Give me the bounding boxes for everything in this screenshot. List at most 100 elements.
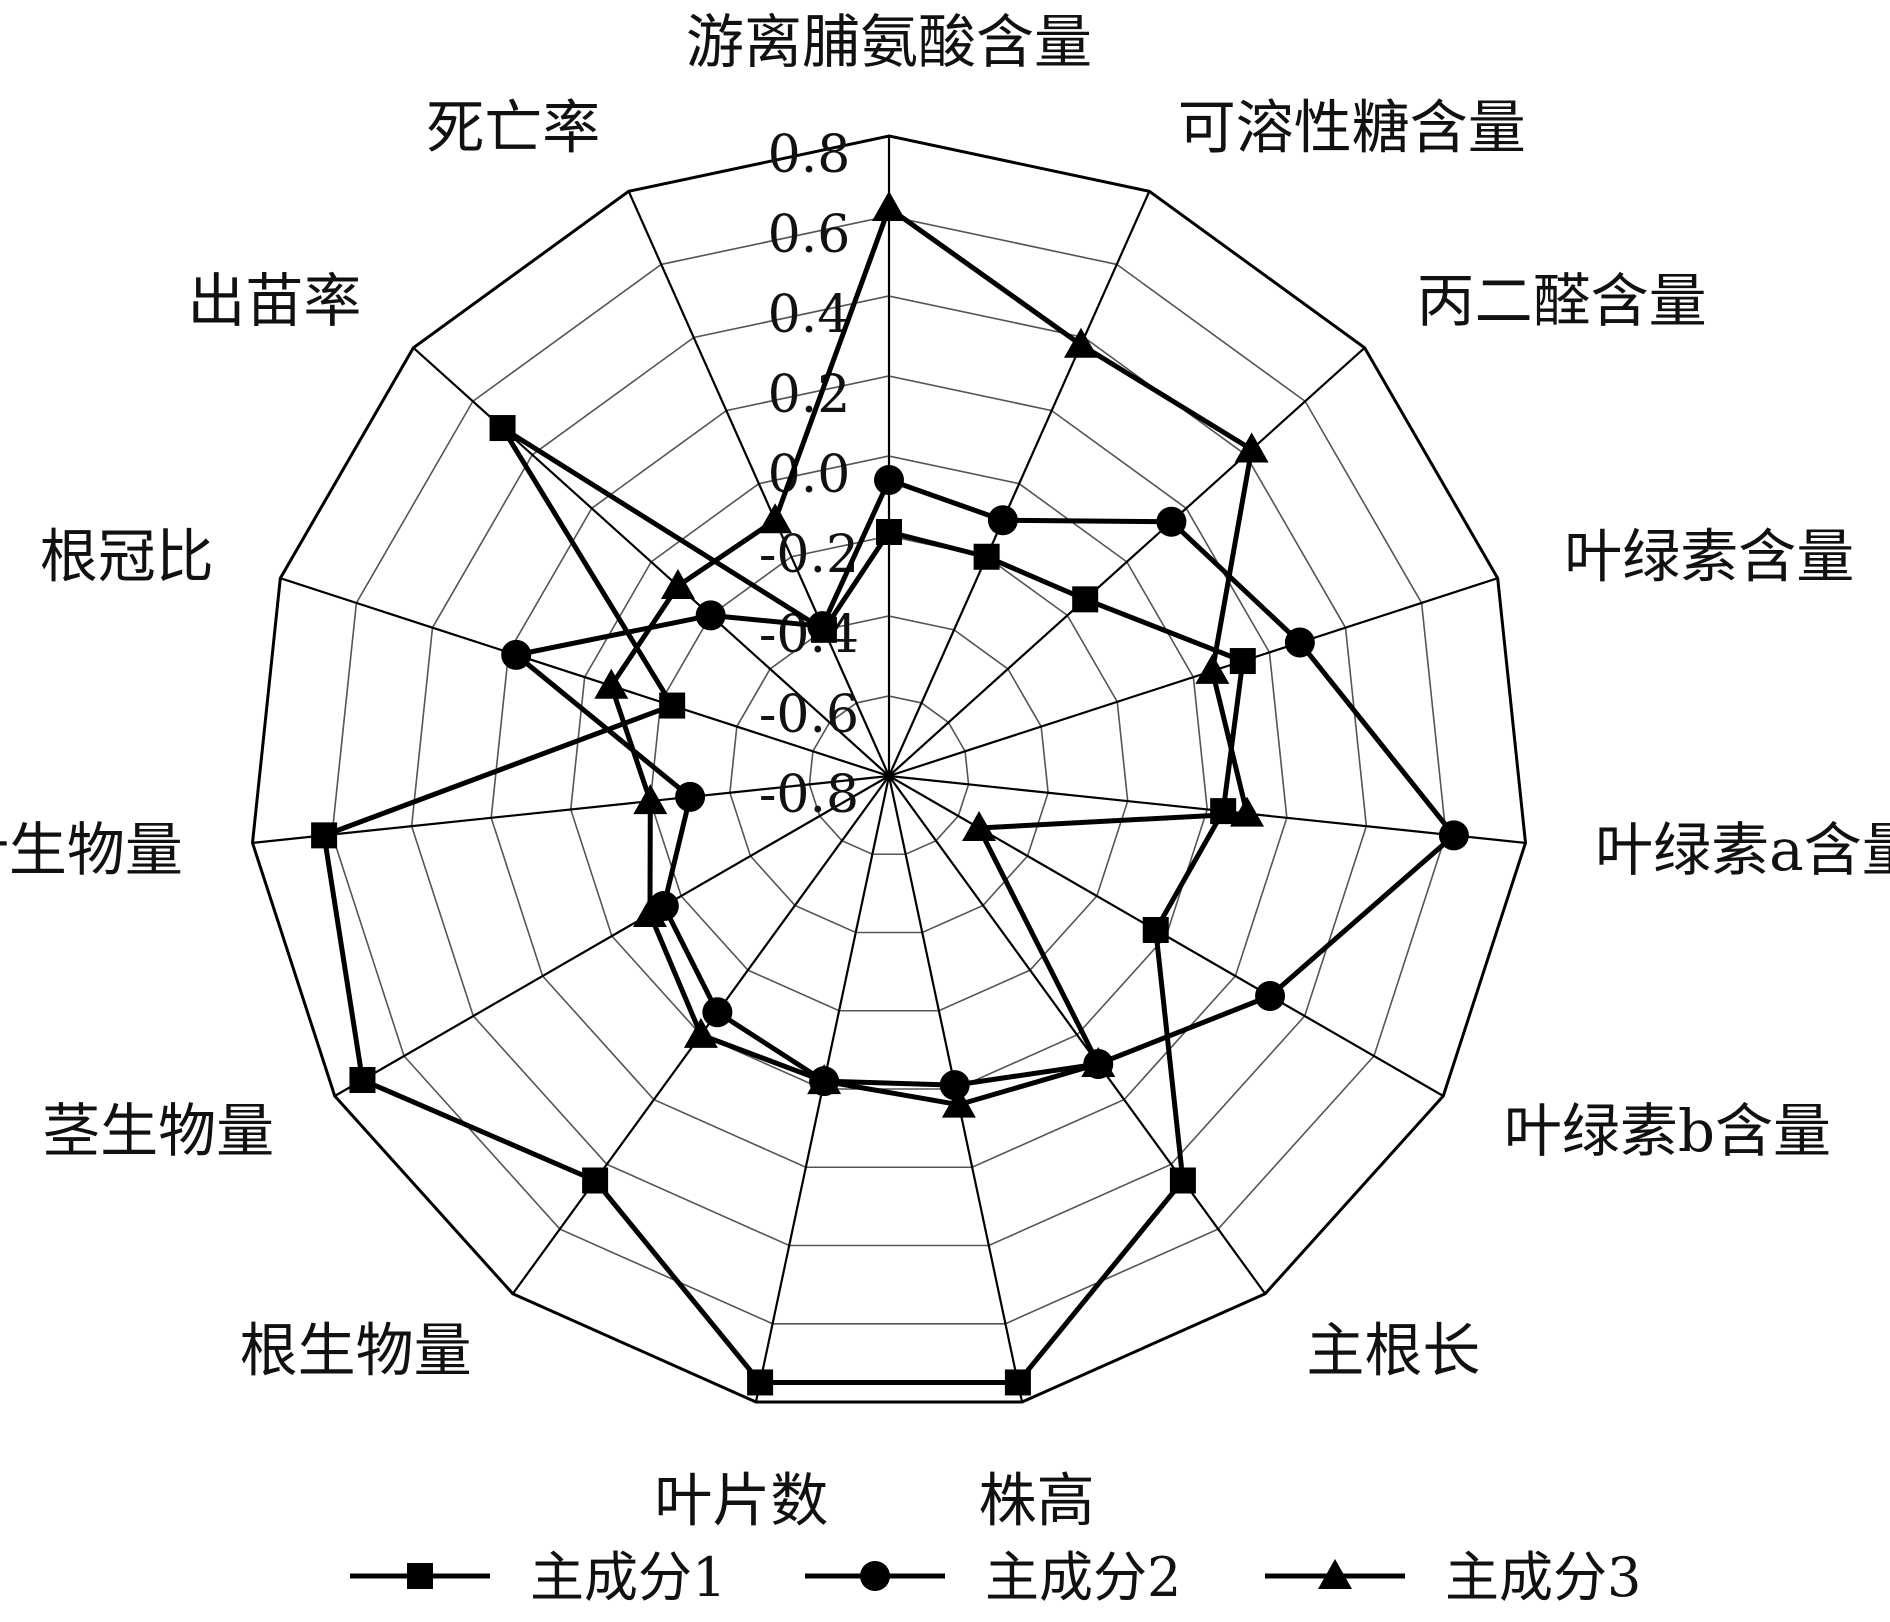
- series-1: [311, 415, 1256, 1396]
- grid-ring: [250, 134, 1528, 1404]
- data-point: [660, 568, 695, 599]
- data-point: [1230, 796, 1265, 827]
- tick-label: 0.4: [768, 285, 851, 345]
- data-point: [1210, 798, 1237, 825]
- data-point: [632, 897, 667, 927]
- data-point: [1169, 1167, 1196, 1194]
- data-point: [747, 1369, 774, 1396]
- tick-label: -0.4: [759, 605, 859, 665]
- data-point: [872, 191, 906, 221]
- category-label: 根冠比: [40, 523, 214, 591]
- data-point: [633, 784, 668, 815]
- data-point: [683, 1017, 718, 1048]
- data-point: [675, 781, 706, 812]
- data-point: [973, 543, 1000, 570]
- data-point: [659, 692, 686, 719]
- data-point: [1063, 327, 1098, 358]
- data-point: [807, 1064, 842, 1095]
- grid-ring: [729, 615, 1049, 934]
- category-label: 叶生物量: [0, 816, 183, 884]
- data-point: [1156, 506, 1187, 537]
- category-label: 叶片数: [654, 1466, 828, 1534]
- category-label: 茎生物量: [42, 1097, 274, 1165]
- axis-spoke: [887, 190, 1151, 777]
- tick-label: 0.0: [768, 445, 851, 505]
- grid-ring: [410, 295, 1368, 1247]
- data-point: [695, 600, 726, 631]
- legend-item: 主成分2: [805, 1546, 1181, 1609]
- category-label: 游离脯氨酸含量: [686, 8, 1092, 76]
- data-point: [1004, 1369, 1031, 1396]
- tick-label: -0.8: [759, 765, 859, 825]
- tick-label: 0.8: [768, 125, 851, 185]
- grid-ring: [331, 215, 1447, 1325]
- grid-ring: [808, 695, 970, 856]
- data-point: [807, 611, 838, 642]
- category-label: 叶绿素含量: [1564, 523, 1854, 591]
- category-label: 出苗率: [187, 267, 361, 335]
- data-point: [1142, 917, 1169, 943]
- category-label: 可溶性糖含量: [1178, 93, 1526, 161]
- category-label: 主根长: [1306, 1316, 1480, 1384]
- series-line: [321, 425, 1246, 1385]
- legend-label: 主成分1: [530, 1546, 726, 1609]
- data-point: [489, 415, 516, 442]
- legend-label: 主成分3: [1445, 1546, 1641, 1609]
- axis-spoke: [888, 577, 1499, 778]
- axis-spoke: [888, 346, 1366, 777]
- tick-label: -0.2: [759, 525, 859, 585]
- radar-series: [311, 191, 1469, 1396]
- data-point: [702, 997, 733, 1028]
- data-point: [987, 505, 1018, 536]
- axis-spoke: [888, 774, 1526, 844]
- legend-marker: [860, 1561, 890, 1591]
- data-point: [582, 1167, 609, 1194]
- legend-label: 主成分2: [985, 1546, 1181, 1609]
- category-label: 叶绿素b含量: [1504, 1097, 1831, 1165]
- data-point: [1255, 981, 1286, 1011]
- series-line: [608, 205, 1255, 1108]
- category-labels: 游离脯氨酸含量可溶性糖含量丙二醛含量叶绿素含量叶绿素a含量叶绿素b含量主根长株高…: [0, 8, 1890, 1534]
- radial-tick-labels: 0.8 0.6 0.4 0.2 0.0 -0.2 -0.4 -0.6 -0.8: [759, 125, 859, 825]
- tick-label: -0.6: [759, 685, 859, 745]
- legend-item: 主成分3: [1265, 1546, 1641, 1609]
- data-point: [876, 519, 902, 545]
- data-point: [1195, 653, 1230, 684]
- data-point: [1229, 648, 1256, 675]
- data-point: [1438, 820, 1469, 851]
- axis-spoke: [334, 775, 890, 1097]
- category-label: 叶绿素a含量: [1595, 816, 1890, 884]
- data-point: [501, 639, 532, 670]
- data-point: [1284, 627, 1315, 658]
- data-point: [311, 822, 338, 849]
- grid-ring: [649, 535, 1129, 1012]
- category-label: 死亡率: [426, 93, 600, 161]
- legend-item: 主成分1: [350, 1546, 726, 1609]
- tick-label: 0.2: [768, 365, 851, 425]
- data-point: [962, 811, 997, 841]
- legend-marker: [407, 1563, 433, 1589]
- data-point: [1234, 432, 1269, 463]
- data-point: [349, 1067, 376, 1093]
- tick-label: 0.6: [768, 205, 851, 265]
- axis-spoke: [888, 775, 1267, 1295]
- category-label: 根生物量: [240, 1316, 472, 1384]
- category-label: 株高: [979, 1466, 1095, 1534]
- series-3: [594, 191, 1269, 1118]
- data-point: [874, 465, 904, 495]
- axis-spoke: [252, 774, 890, 844]
- chart-legend: 主成分1 主成分2 主成分3: [350, 1546, 1641, 1609]
- series-line: [513, 477, 1457, 1088]
- data-point: [941, 1087, 976, 1118]
- data-point: [1072, 586, 1099, 613]
- category-label: 丙二醛含量: [1417, 267, 1707, 335]
- data-point: [939, 1070, 970, 1101]
- legend-marker: [1318, 1559, 1352, 1589]
- data-point: [594, 668, 629, 699]
- data-point: [758, 503, 793, 534]
- axis-spoke: [627, 190, 891, 777]
- axis-spoke: [279, 577, 890, 778]
- data-point: [1081, 1047, 1116, 1078]
